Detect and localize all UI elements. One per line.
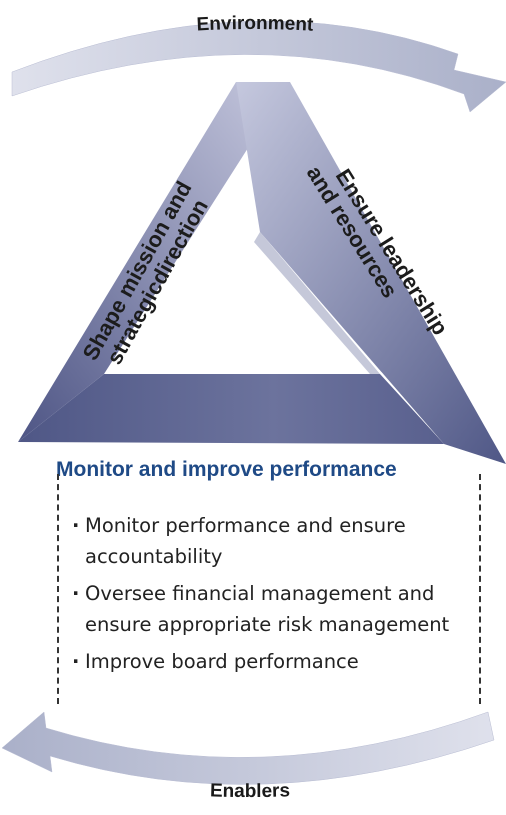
left-side-label: Shape mission and strategicdirection (78, 172, 220, 376)
bullet-text: Oversee financial management and ensure … (85, 582, 450, 636)
list-item: · Monitor performance and ensure account… (72, 510, 472, 572)
enablers-arrow-shape (1, 711, 495, 785)
list-item: · Improve board performance (72, 646, 472, 677)
triangle-inner-edge (254, 232, 380, 374)
enablers-arrow: Enablers (1, 711, 495, 802)
list-item: · Oversee financial management and ensur… (72, 578, 472, 640)
governance-triangle: Shape mission and strategicdirection Ens… (18, 82, 506, 464)
bullet-marker: · (72, 650, 80, 673)
bullet-marker: · (72, 514, 80, 537)
bullet-list: · Monitor performance and ensure account… (72, 510, 472, 683)
environment-label: Environment (196, 13, 314, 36)
enablers-label: Enablers (210, 780, 291, 802)
environment-arrow-shape (11, 20, 506, 113)
triangle-base (18, 374, 444, 444)
bullet-box (57, 474, 481, 704)
base-label: Monitor and improve performance (56, 458, 397, 481)
bullet-text: Improve board performance (85, 650, 359, 673)
triangle-right-side (236, 82, 506, 464)
environment-arrow: Environment (11, 13, 506, 113)
bullet-text: Monitor performance and ensure accountab… (85, 514, 406, 568)
bullet-marker: · (72, 582, 80, 605)
triangle-left-side (18, 82, 290, 442)
